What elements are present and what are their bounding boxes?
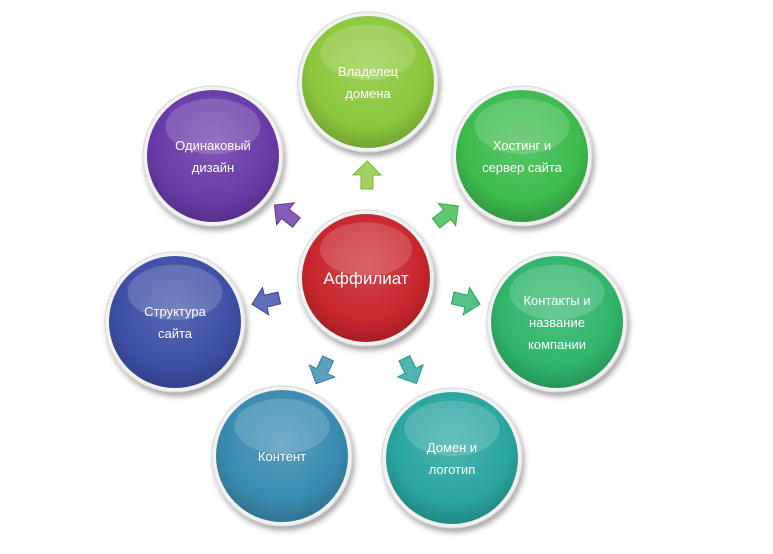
node-center: Аффилиат	[297, 209, 435, 347]
node-highlight	[127, 264, 223, 321]
node-domain: Домен и логотип	[381, 387, 523, 529]
node-contacts: Контакты и название компании	[486, 251, 628, 393]
node-circle	[216, 390, 348, 522]
node-structure: Структура сайта	[104, 251, 246, 393]
arrow-to-hosting	[431, 202, 459, 229]
node-label: дизайн	[192, 160, 234, 175]
node-circle	[456, 90, 588, 222]
node-hosting: Хостинг и сервер сайта	[451, 85, 593, 227]
node-circle	[386, 392, 518, 524]
node-highlight	[509, 264, 605, 321]
node-design: Одинаковый дизайн	[142, 85, 284, 227]
node-highlight	[165, 98, 261, 155]
node-highlight	[474, 98, 570, 155]
node-circle	[109, 256, 241, 388]
node-owner: Владелец домена	[297, 11, 439, 153]
arrow-to-structure	[251, 286, 282, 316]
center-node: Аффилиат	[297, 209, 435, 347]
arrow-to-owner	[351, 160, 383, 190]
arrow-to-domain	[396, 355, 424, 385]
node-label: Контакты и	[523, 293, 590, 308]
node-highlight	[320, 24, 416, 81]
node-label: домена	[345, 86, 391, 101]
arrow-to-contacts	[450, 286, 481, 316]
node-circle	[302, 16, 434, 148]
arrow-icon	[450, 286, 481, 316]
node-highlight	[404, 400, 500, 457]
node-circle	[302, 214, 430, 342]
node-label: сайта	[158, 326, 193, 341]
node-highlight	[234, 398, 330, 455]
node-label: название	[529, 315, 585, 330]
arrow-icon	[431, 202, 459, 229]
node-label: Одинаковый	[175, 138, 251, 153]
node-label: Контент	[258, 449, 306, 464]
arrow-icon	[351, 160, 383, 190]
arrow-icon	[308, 355, 337, 385]
node-highlight	[319, 222, 413, 277]
arrow-to-content	[308, 355, 337, 385]
arrows-layer	[251, 160, 481, 385]
arrow-icon	[251, 286, 282, 316]
node-label: логотип	[429, 462, 476, 477]
node-circle	[491, 256, 623, 388]
node-label: Домен и	[427, 440, 477, 455]
node-label: Структура	[144, 304, 206, 319]
node-label: сервер сайта	[482, 160, 563, 175]
arrow-to-design	[273, 202, 301, 228]
arrow-icon	[273, 202, 301, 228]
node-content: Контент	[211, 385, 353, 527]
node-label: Владелец	[338, 64, 399, 79]
arrow-icon	[396, 355, 424, 385]
node-label: Аффилиат	[323, 269, 408, 288]
node-label: Хостинг и	[493, 138, 551, 153]
node-circle	[147, 90, 279, 222]
node-label: компании	[528, 337, 586, 352]
